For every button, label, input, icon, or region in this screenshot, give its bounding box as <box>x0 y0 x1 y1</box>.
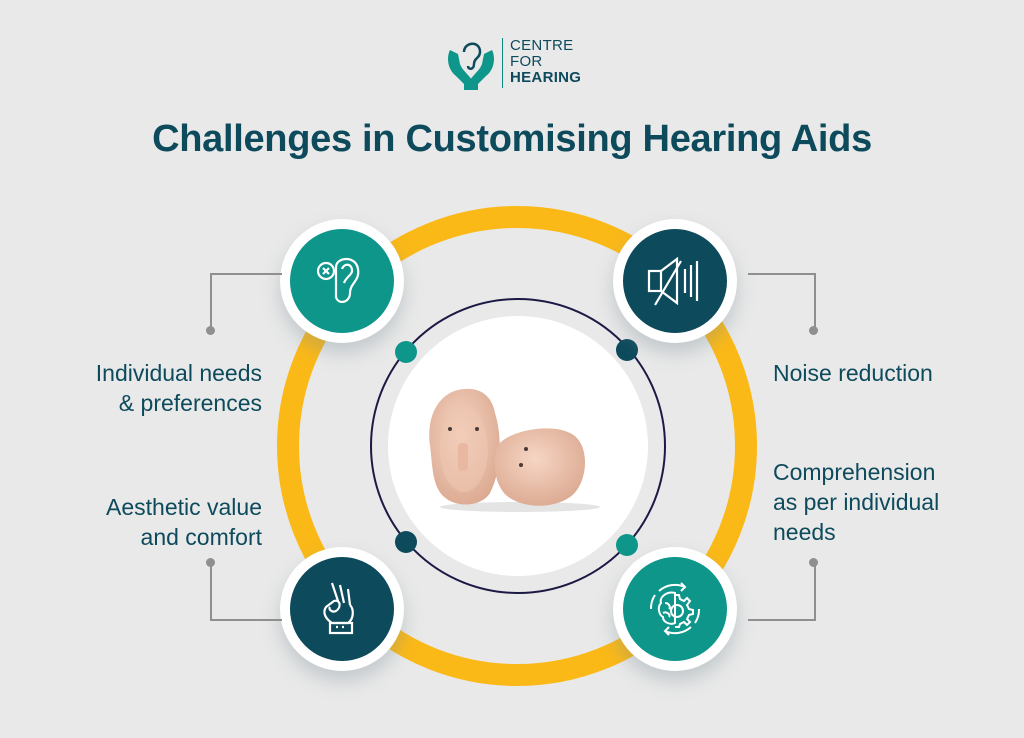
speaker-muted-icon <box>647 256 699 306</box>
logo: CENTRE FOR HEARING <box>444 36 594 94</box>
connector-dot-bottom-left <box>206 558 215 567</box>
logo-line-3: HEARING <box>510 69 582 86</box>
label-aesthetic-value: Aesthetic value and comfort <box>20 492 262 552</box>
label-line: Noise reduction <box>773 360 933 386</box>
label-line: Comprehension <box>773 459 936 485</box>
connector-dot-top-right <box>809 326 818 335</box>
hands-holding-ear-icon <box>448 42 494 90</box>
label-line: as per individual <box>773 489 940 515</box>
orbit-dot-teal-bottom-right <box>616 534 638 556</box>
challenge-icon-individual-needs <box>280 219 404 343</box>
label-line: Individual needs <box>95 360 262 386</box>
connector-line-top-right <box>748 273 816 331</box>
label-line: needs <box>773 519 836 545</box>
orbit-dot-navy-bottom-left <box>395 531 417 553</box>
label-noise-reduction: Noise reduction <box>773 358 1013 388</box>
connector-line-bottom-right <box>748 564 816 621</box>
label-line: Aesthetic value <box>106 494 262 520</box>
brain-gear-cycle-icon <box>650 582 700 636</box>
yellow-ring <box>277 206 757 686</box>
challenge-icon-noise-reduction <box>613 219 737 343</box>
in-ear-hearing-aids-photo <box>429 388 600 512</box>
label-comprehension: Comprehension as per individual needs <box>773 457 1018 547</box>
challenge-icon-comprehension <box>613 547 737 671</box>
challenge-icon-aesthetic-value <box>280 547 404 671</box>
logo-text: CENTRE FOR HEARING <box>510 38 581 86</box>
label-line: & preferences <box>118 390 262 416</box>
logo-line-2: FOR <box>510 53 543 70</box>
connector-dot-top-left <box>206 326 215 335</box>
orbit-dot-teal-top-left <box>395 341 417 363</box>
page-title: Challenges in Customising Hearing Aids <box>152 118 872 160</box>
label-line: and comfort <box>140 524 262 550</box>
connector-dot-bottom-right <box>809 558 818 567</box>
connector-line-bottom-left <box>210 564 282 621</box>
logo-divider <box>502 38 503 88</box>
logo-line-1: CENTRE <box>510 37 574 54</box>
ok-hand-icon <box>323 582 354 635</box>
connector-line-top-left <box>210 273 282 331</box>
label-individual-needs: Individual needs & preferences <box>20 358 262 418</box>
orbit-dot-navy-top-right <box>616 339 638 361</box>
navy-orbit-ring <box>370 298 666 594</box>
ear-with-x-icon <box>316 257 360 303</box>
